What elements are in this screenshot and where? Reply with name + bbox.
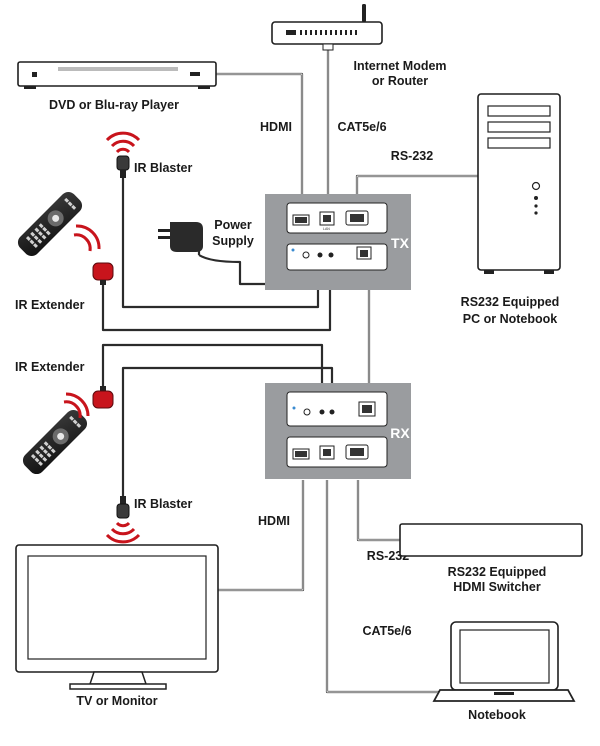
ir-signal-icon-top xyxy=(73,224,101,252)
dvd-player-icon xyxy=(17,61,217,89)
cat-label-top: CAT5e/6 xyxy=(337,120,386,134)
ir-extender-icon xyxy=(92,386,114,409)
ir-extender-label-top: IR Extender xyxy=(15,298,85,312)
tx-label: TX xyxy=(391,235,410,251)
power-label-line1: Power xyxy=(214,218,252,232)
rx-label: RX xyxy=(390,425,410,441)
hdmi-label-top: HDMI xyxy=(260,120,292,134)
modem-label-line2: or Router xyxy=(372,74,428,88)
rs232-cable-rx-to-switcher xyxy=(356,480,400,542)
cat-cable-rx-to-notebook xyxy=(325,480,440,694)
hdmi-cable-dvd-to-tx xyxy=(216,72,304,205)
ir-extender-label-bottom: IR Extender xyxy=(15,360,85,374)
ir-extender-cable-top xyxy=(101,270,332,332)
rs232-label-bottom: RS-232 xyxy=(367,549,409,563)
ir-blaster-icon xyxy=(105,131,141,178)
ir-extender-cable-bottom xyxy=(101,343,324,390)
tx-unit: LAN xyxy=(265,194,411,290)
ir-blaster-cable-bottom xyxy=(121,366,334,498)
laptop-icon xyxy=(432,621,576,702)
ir-blaster-label-bottom: IR Blaster xyxy=(134,497,192,511)
hdmi-label-bottom: HDMI xyxy=(258,514,290,528)
power-adapter-icon xyxy=(158,222,203,252)
notebook-label: Notebook xyxy=(468,708,526,722)
hdmi-cable-rx-to-tv xyxy=(218,480,305,592)
dvd-label: DVD or Blu-ray Player xyxy=(49,98,179,112)
rx-unit xyxy=(265,383,411,479)
remote-control-icon xyxy=(22,409,88,475)
monitor-icon xyxy=(15,544,219,690)
switcher-label-line2: HDMI Switcher xyxy=(453,580,541,594)
hdmi-switcher-icon xyxy=(399,523,583,557)
ir-blaster-label-top: IR Blaster xyxy=(134,161,192,175)
cat-label-bottom: CAT5e/6 xyxy=(362,624,411,638)
tv-label: TV or Monitor xyxy=(76,694,157,708)
power-label-line2: Supply xyxy=(212,234,254,248)
remote-control-icon xyxy=(17,191,83,257)
ir-extender-icon xyxy=(92,262,114,285)
pc-label-line1: RS232 Equipped xyxy=(461,295,560,309)
pc-label-line2: PC or Notebook xyxy=(463,312,557,326)
ir-signal-icon-bottom xyxy=(63,392,90,419)
router-icon xyxy=(271,4,383,51)
switcher-label-line1: RS232 Equipped xyxy=(448,565,547,579)
modem-label-line1: Internet Modem xyxy=(353,59,446,73)
svg-text:LAN: LAN xyxy=(323,227,330,231)
ir-blaster-icon xyxy=(105,496,141,544)
rs232-label-top: RS-232 xyxy=(391,149,433,163)
desktop-tower-icon xyxy=(477,93,561,274)
